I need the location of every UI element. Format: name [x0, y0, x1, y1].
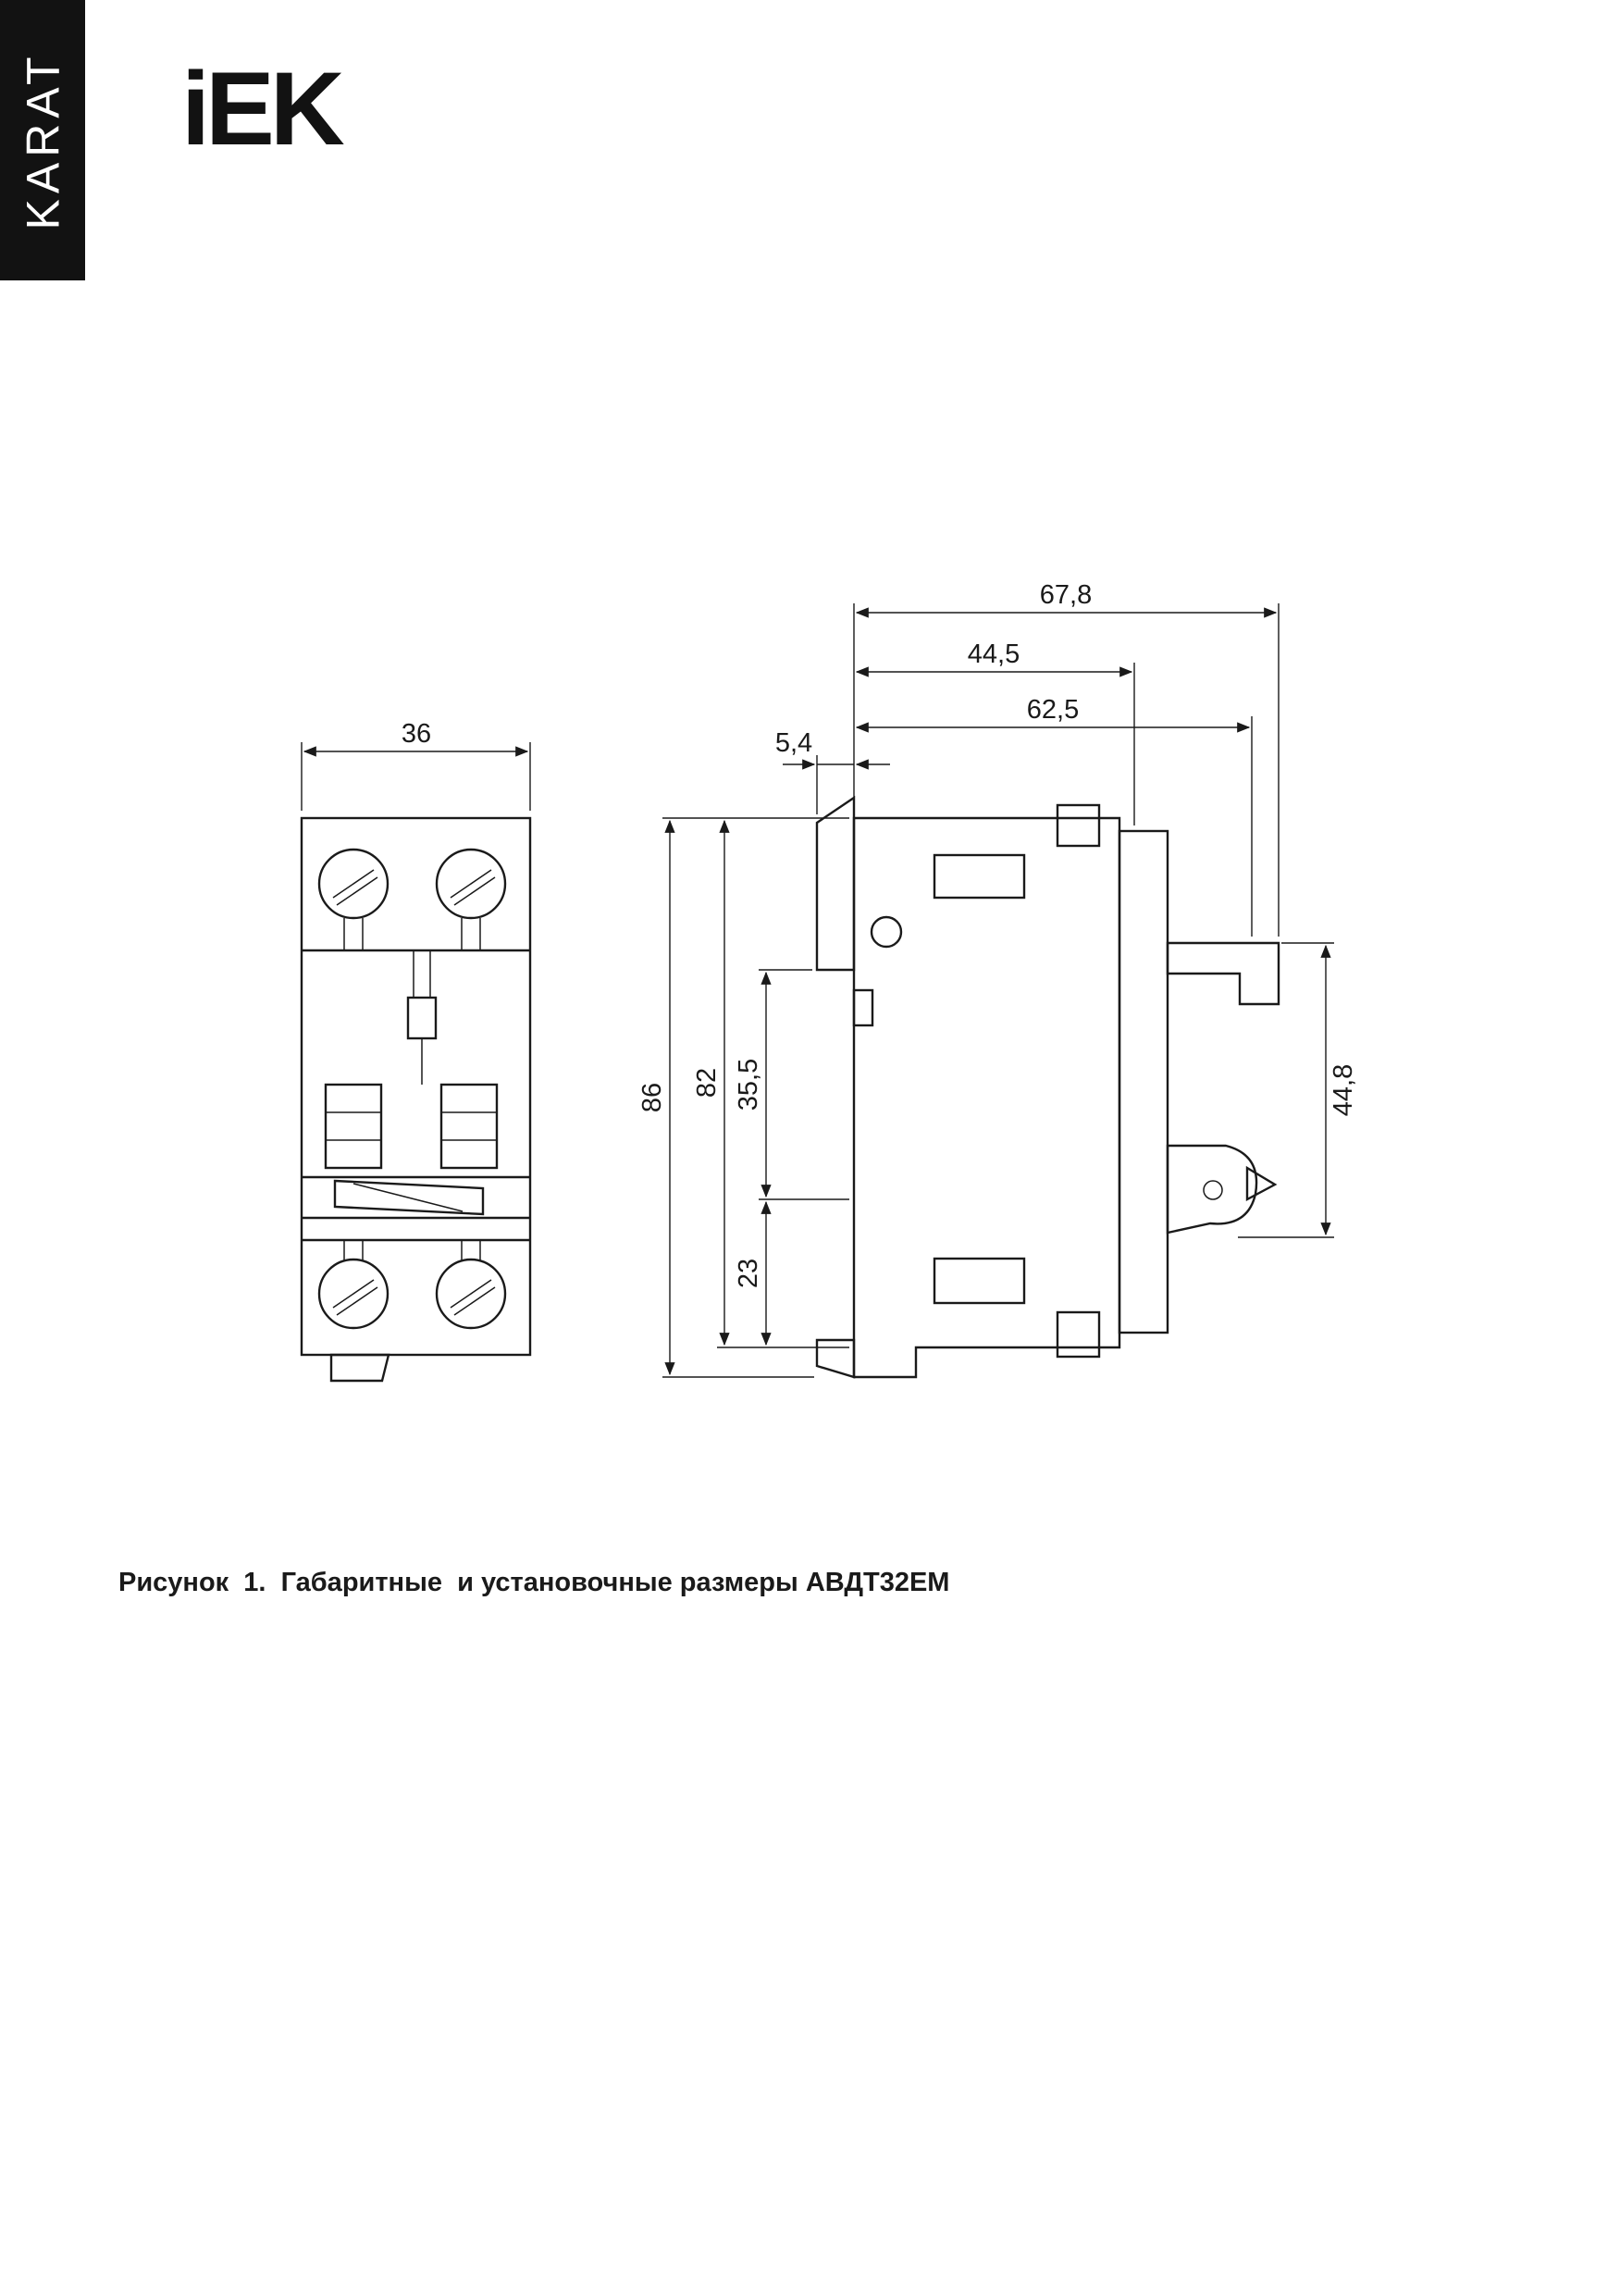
dim-clip-height: 44,8: [1320, 944, 1358, 1236]
din-clip-spring: [1166, 1144, 1258, 1235]
test-button: [870, 915, 903, 949]
terminal-screw-bottom-right: [435, 1258, 507, 1330]
side-view-body: [815, 795, 1169, 1379]
dim-total-depth: 67,8: [855, 580, 1278, 618]
dim-front-lip: 5,4: [775, 728, 890, 770]
dim-label-height-total: 86: [637, 1083, 667, 1112]
toggle-handle: [333, 1179, 485, 1216]
breaker-side-outline: [852, 816, 1121, 1379]
dim-height-body: 82: [692, 819, 730, 1347]
terminal-screw-bottom-left: [317, 1258, 390, 1330]
dim-label-height-body: 82: [692, 1068, 722, 1098]
terminal-screw-top-left: [317, 848, 390, 920]
brand-sidebar: KARAT: [0, 0, 85, 280]
dim-label-rail-depth: 62,5: [1027, 695, 1079, 725]
dim-label-front-lip: 5,4: [775, 728, 812, 758]
mounting-plate: [1118, 829, 1169, 1334]
iek-logo: iEK: [181, 51, 345, 167]
side-view: 67,8 44,5 62,5 5,4 86 82 35,5: [637, 580, 1358, 1379]
toggle-side: [852, 988, 874, 1027]
din-clip-fixed-hook: [1166, 941, 1280, 1006]
dim-label-clip-height: 44,8: [1329, 1064, 1358, 1116]
label-window-bottom: [933, 1257, 1026, 1305]
dim-mid-height: 35,5: [734, 971, 772, 1198]
dim-rail-depth: 62,5: [855, 695, 1251, 733]
din-rail-clip: [1166, 941, 1280, 1235]
plate-tab-bottom: [1056, 1310, 1101, 1359]
vent-block-left: [324, 1083, 383, 1170]
dim-label-front-depth: 44,5: [968, 639, 1020, 669]
bottom-mount-tab: [329, 1353, 390, 1383]
dim-label-lower-height: 23: [734, 1259, 763, 1288]
din-clip-pin: [1203, 1180, 1223, 1200]
dim-label-mid-height: 35,5: [734, 1059, 763, 1111]
dim-height-total: 86: [637, 819, 675, 1376]
breaker-front-outline: [300, 816, 532, 1357]
front-lip-bottom: [815, 1338, 856, 1379]
label-window-top: [933, 853, 1026, 900]
dim-front-width: 36: [301, 719, 531, 811]
figure-caption: Рисунок 1. Габаритные и установочные раз…: [118, 1568, 950, 1597]
front-view-body: [300, 816, 532, 1383]
front-view: 36: [300, 719, 532, 1383]
front-lip-top: [815, 795, 856, 972]
dim-lower-height: 23: [734, 1200, 772, 1347]
dim-label-front-width: 36: [402, 719, 431, 749]
vent-block-right: [439, 1083, 499, 1170]
terminal-screw-top-right: [435, 848, 507, 920]
trip-indicator: [406, 996, 438, 1040]
plate-tab-top: [1056, 803, 1101, 848]
din-clip-latch-tip: [1245, 1165, 1278, 1201]
dim-label-total-depth: 67,8: [1040, 580, 1092, 610]
dim-front-depth: 44,5: [855, 639, 1133, 677]
